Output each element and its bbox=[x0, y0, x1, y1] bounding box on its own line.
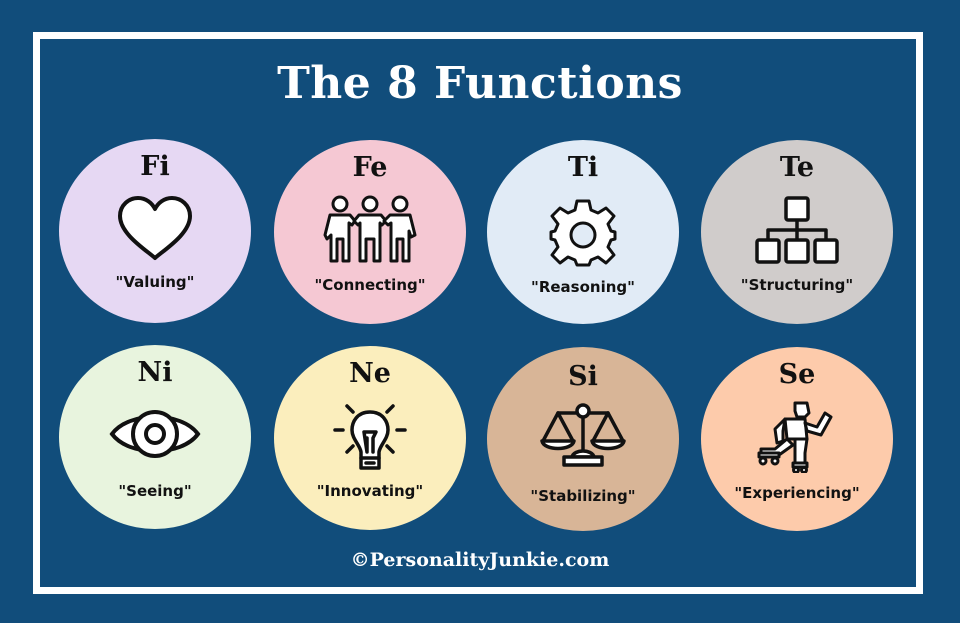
function-code: Se bbox=[778, 359, 816, 390]
function-code: Ti bbox=[567, 152, 599, 183]
function-circle-ni: Ni "Seeing" bbox=[59, 345, 251, 529]
scales-icon bbox=[538, 403, 628, 469]
function-label: "Structuring" bbox=[740, 276, 854, 294]
function-code: Ni bbox=[137, 357, 173, 388]
function-circle-fi: Fi "Valuing" bbox=[59, 139, 251, 323]
skater-icon bbox=[755, 399, 839, 473]
function-circle-se: Se "Experiencing" bbox=[701, 347, 893, 531]
function-label: "Experiencing" bbox=[734, 484, 860, 502]
page-title: The 8 Functions bbox=[277, 58, 683, 109]
function-circle-fe: Fe "Connecting" bbox=[274, 140, 466, 324]
function-circle-si: Si "Stabilizing" bbox=[487, 347, 679, 531]
function-code: Fi bbox=[140, 151, 170, 182]
function-label: "Reasoning" bbox=[531, 278, 635, 296]
org-chart-icon bbox=[754, 196, 840, 266]
people-icon bbox=[322, 195, 418, 265]
eye-icon bbox=[109, 407, 201, 461]
function-label: "Stabilizing" bbox=[530, 487, 636, 505]
function-label: "Valuing" bbox=[115, 273, 195, 291]
function-code: Si bbox=[568, 361, 598, 392]
function-label: "Seeing" bbox=[118, 482, 192, 500]
function-code: Ne bbox=[349, 358, 391, 389]
copyright-footer: ©PersonalityJunkie.com bbox=[350, 549, 610, 571]
heart-icon bbox=[116, 194, 194, 264]
function-label: "Connecting" bbox=[314, 276, 426, 294]
function-code: Te bbox=[779, 152, 815, 183]
function-circle-te: Te "Structuring" bbox=[701, 140, 893, 324]
white-border-frame bbox=[33, 32, 923, 594]
function-code: Fe bbox=[352, 152, 388, 183]
function-circle-ne: Ne "Innovating" bbox=[274, 346, 466, 530]
lightbulb-icon bbox=[330, 398, 410, 474]
gear-icon bbox=[547, 197, 619, 269]
function-circle-ti: Ti "Reasoning" bbox=[487, 140, 679, 324]
function-label: "Innovating" bbox=[316, 482, 424, 500]
